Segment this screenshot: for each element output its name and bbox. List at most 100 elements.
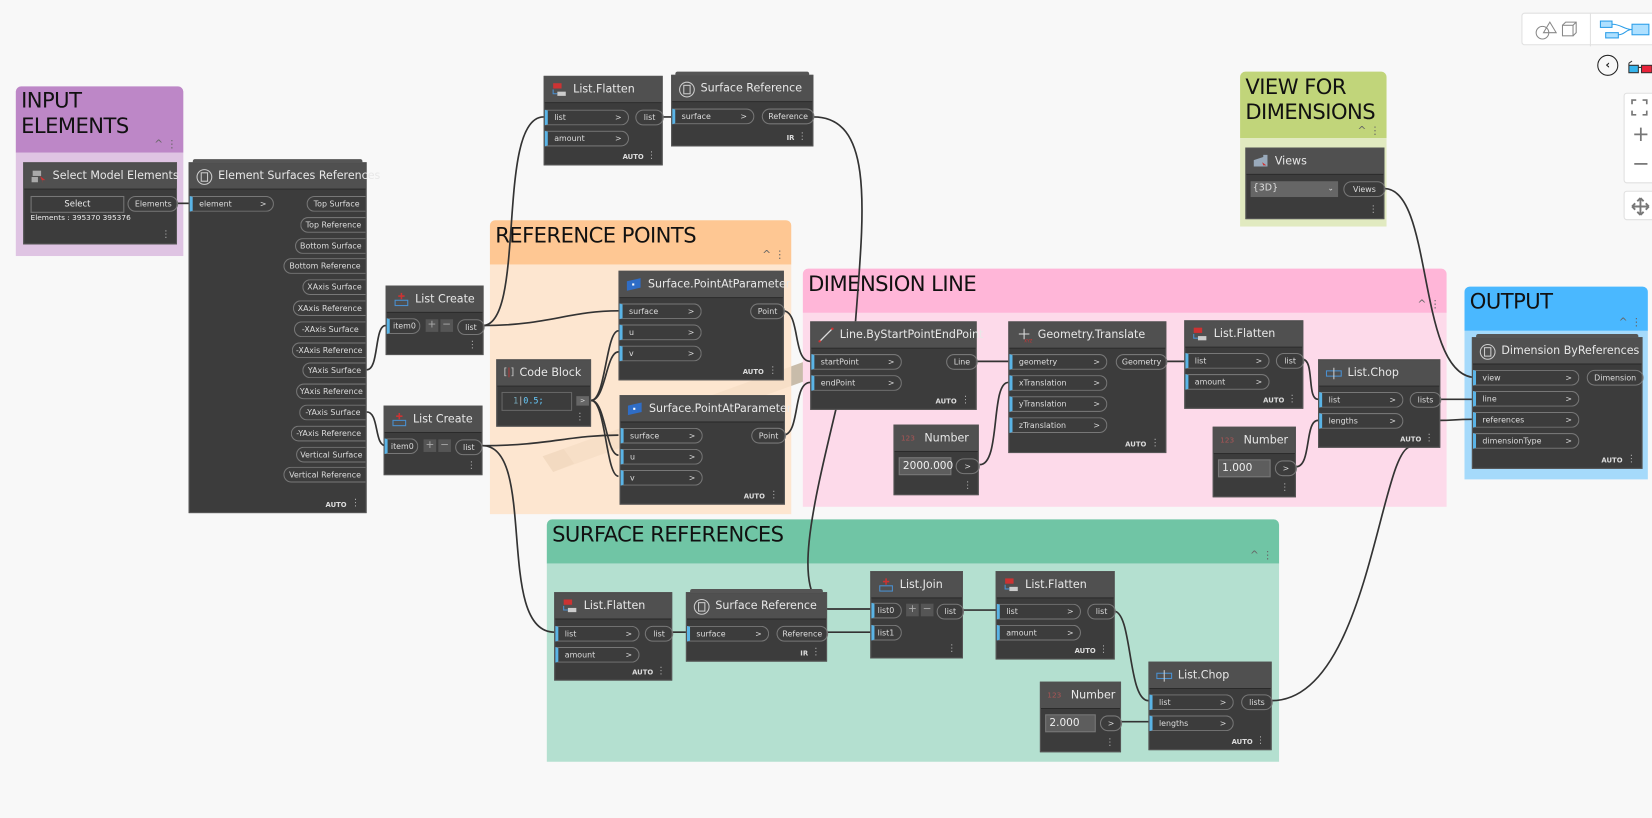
number-input[interactable]: 2.000 [1045,714,1096,733]
lacing-label[interactable]: AUTO [1400,435,1422,444]
input-port-lengths[interactable]: lengths> [1149,715,1234,732]
remove-input-button[interactable]: − [438,439,451,452]
output-port-yaxis-reference[interactable]: -YAxis Reference [290,425,366,442]
output-port-point[interactable]: Point [751,427,786,444]
lacing-label[interactable]: AUTO [742,367,764,377]
node-list-create-2[interactable]: List Create item0 + − list ⋮ [383,405,483,476]
output-port-xaxis-surface[interactable]: -XAxis Surface [293,321,366,337]
output-port-bottom-reference[interactable]: Bottom Reference [283,258,366,275]
input-port-list0[interactable]: list0 [871,602,902,619]
input-port-line[interactable]: line> [1472,390,1580,407]
add-input-button[interactable]: + [423,439,437,452]
input-port-references[interactable]: references> [1472,411,1580,428]
output-port-bottom-surface[interactable]: Bottom Surface [295,237,366,254]
node-list-chop-sr[interactable]: List.Chop list> lengths> lists AUTO ⋮ [1148,661,1273,751]
output-port-list[interactable]: list [644,625,674,642]
input-port-list[interactable]: list> [996,603,1081,620]
input-port-lengths[interactable]: lengths> [1319,413,1404,429]
input-port-amount[interactable]: amount> [996,624,1081,641]
lacing-label[interactable]: IR [800,649,809,658]
node-menu-icon[interactable]: ⋮ [1280,482,1290,494]
input-port-ztranslation[interactable]: zTranslation> [1009,417,1108,434]
output-port-xaxis-reference[interactable]: -XAxis Reference [291,341,366,358]
output-port-top-reference[interactable]: Top Reference [300,216,366,233]
output-port-list[interactable]: list [455,439,483,456]
output-port-reference[interactable]: Reference [761,108,815,125]
node-code-block[interactable]: [|]Code Block 1|0.5; > ⋮ [496,359,592,427]
collapse-icon[interactable]: ^ ⋮ [1357,125,1381,137]
output-port-dimension[interactable]: Dimension [1586,369,1644,386]
lacing-label[interactable]: AUTO [325,500,347,509]
node-menu-icon[interactable]: ⋮ [797,131,808,143]
lacing-label[interactable]: AUTO [743,492,765,501]
output-port-geometry[interactable]: Geometry [1115,354,1168,370]
input-port-list[interactable]: list> [544,109,629,126]
collapse-icon[interactable]: ^ ⋮ [154,139,178,151]
output-port-list[interactable]: list [635,109,664,126]
input-port-list[interactable]: list> [1149,694,1234,711]
number-input[interactable]: 1.000 [1217,459,1271,478]
node-dimension-by-references[interactable]: Dimension ByReferences view> line> refer… [1471,333,1644,469]
node-menu-icon[interactable]: ⋮ [646,150,657,162]
node-point-at-parameter-2[interactable]: Surface.PointAtParameter surface> u> v> … [619,395,791,505]
output-port-yaxis-surface[interactable]: YAxis Surface [302,362,366,379]
collapse-icon[interactable]: ^ ⋮ [762,249,785,262]
add-input-button[interactable]: + [906,603,919,617]
output-port[interactable]: > [1099,715,1123,732]
node-menu-icon[interactable]: ⋮ [1368,204,1379,215]
input-port-amount[interactable]: amount> [544,130,629,147]
node-menu-icon[interactable]: ⋮ [466,460,477,471]
node-point-at-parameter-1[interactable]: Surface.PointAtParameter surface> u> v> … [618,270,790,381]
output-port-line[interactable]: Line [946,354,978,370]
output-port-list[interactable]: list [936,603,965,620]
output-port-lists[interactable]: lists [1241,694,1273,711]
node-select-model-elements[interactable]: Select Model Elements Select Elements El… [23,162,179,245]
node-menu-icon[interactable]: ⋮ [1626,454,1637,465]
lacing-label[interactable]: IR [786,133,795,143]
output-port-list[interactable]: list [1087,603,1116,620]
node-menu-icon[interactable]: ⋮ [768,365,778,377]
input-port-list[interactable]: list> [555,625,640,642]
input-port-item0[interactable]: item0 [384,438,419,455]
node-menu-icon[interactable]: ⋮ [575,411,585,423]
input-port-u[interactable]: u> [619,324,702,341]
node-menu-icon[interactable]: ⋮ [1150,438,1161,449]
node-menu-icon[interactable]: ⋮ [947,643,957,655]
pan-icon[interactable] [1631,197,1650,220]
node-menu-icon[interactable]: ⋮ [1424,433,1434,444]
node-list-create-1[interactable]: List Create item0 + − list ⋮ [385,285,485,356]
input-port-amount[interactable]: amount> [555,646,640,663]
lacing-label[interactable]: AUTO [1074,646,1096,656]
node-list-join[interactable]: List.Join list0 list1 + − list ⋮ [870,571,965,659]
chevron-left-icon[interactable]: ‹ [1597,54,1619,76]
input-port-dimensiontype[interactable]: dimensionType> [1472,433,1580,449]
output-port-xaxis-surface[interactable]: XAxis Surface [302,279,366,296]
node-menu-icon[interactable]: ⋮ [1105,737,1115,749]
input-port-view[interactable]: view> [1472,369,1580,386]
node-views[interactable]: Views {3D} ⌄ Views ⋮ [1245,147,1386,220]
input-port-list[interactable]: list> [1319,391,1404,408]
output-port-yaxis-surface[interactable]: -YAxis Surface [299,404,366,421]
output-port[interactable]: > [955,458,980,475]
node-menu-icon[interactable]: ⋮ [1255,735,1266,746]
output-port-point[interactable]: Point [750,303,785,320]
output-port-vertical-surface[interactable]: Vertical Surface [296,446,366,463]
output-port-reference[interactable]: Reference [776,625,829,642]
node-menu-icon[interactable]: ⋮ [962,480,973,491]
node-menu-icon[interactable]: ⋮ [350,498,361,509]
input-port-amount[interactable]: amount> [1185,374,1270,390]
lacing-label[interactable]: AUTO [935,397,957,406]
node-list-flatten-top[interactable]: List.Flatten list> amount> list AUTO ⋮ [543,75,664,166]
lacing-label[interactable]: AUTO [1263,396,1285,405]
input-port-v[interactable]: v> [619,345,702,362]
output-port-list[interactable]: list [1275,352,1305,369]
output-port-views[interactable]: Views [1343,181,1386,198]
input-port-v[interactable]: v> [620,469,703,486]
node-list-flatten-sr[interactable]: List.Flatten list> amount> list AUTO ⋮ [554,592,674,681]
input-port-element[interactable]: element> [189,195,274,212]
node-list-flatten-sr2[interactable]: List.Flatten list> amount> list AUTO ⋮ [995,571,1116,660]
